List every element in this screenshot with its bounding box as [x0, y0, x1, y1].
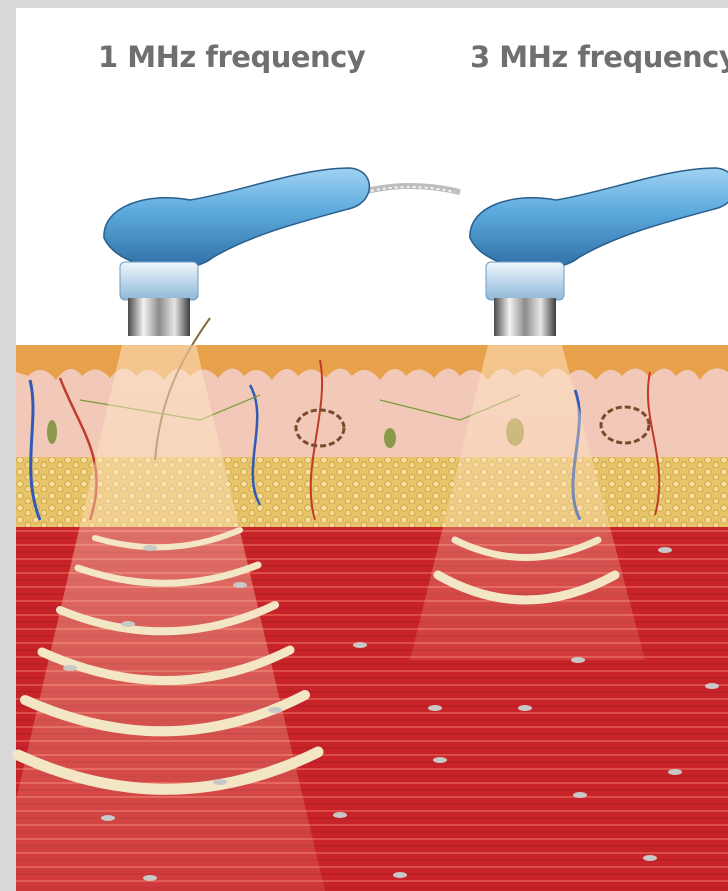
frequency-label-left: 1 MHz frequency — [98, 40, 365, 74]
frequency-label-right: 3 MHz frequency — [470, 40, 728, 74]
